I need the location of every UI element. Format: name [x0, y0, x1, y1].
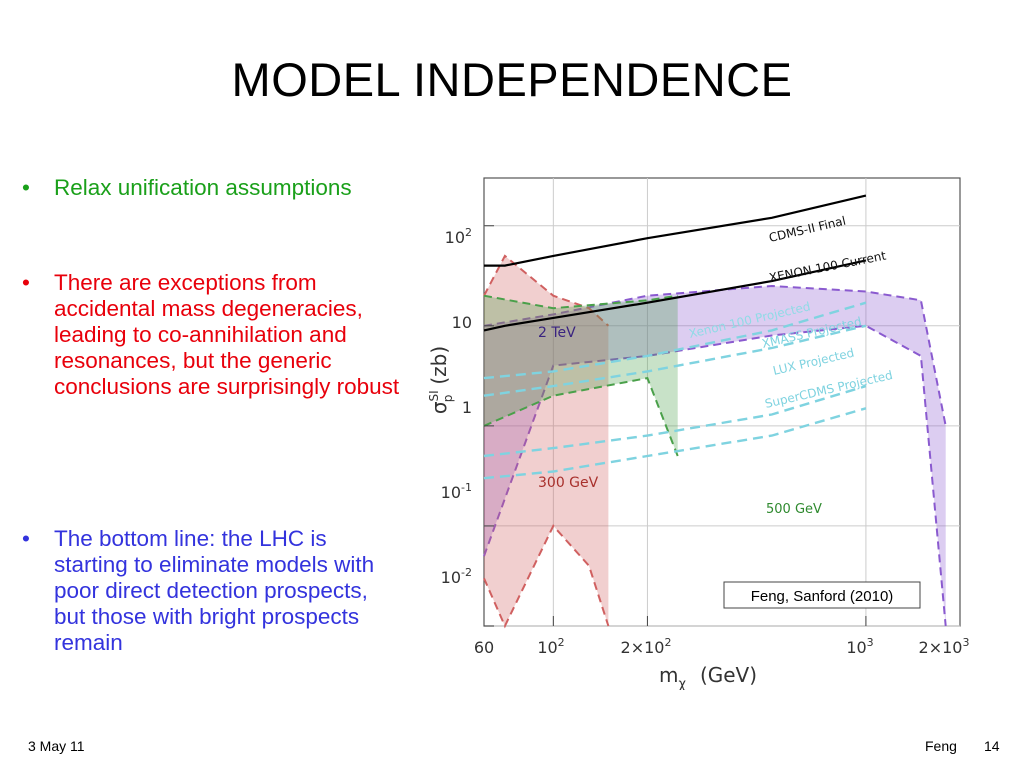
- ytick-label: 10-2: [441, 566, 472, 587]
- band-upper-500-gev: [483, 294, 678, 310]
- band-upper-300-gev: [483, 254, 610, 327]
- curve-supercdms-projected: [483, 407, 867, 480]
- label-2tev: 2 TeV: [538, 325, 576, 341]
- xtick-label: 102: [537, 636, 564, 657]
- ytick-label: 10: [452, 313, 472, 332]
- band-2-tev: [484, 286, 946, 626]
- band-lower-300-gev: [483, 524, 610, 629]
- model-bands: [483, 254, 947, 629]
- bullet-exceptions: • There are exceptions from accidental m…: [22, 270, 402, 400]
- band-lower-2-tev: [483, 324, 947, 627]
- x-axis-title: mχ(GeV): [659, 663, 757, 690]
- bullet-text: The bottom line: the LHC is starting to …: [54, 526, 375, 655]
- footer-page-number: 14: [984, 738, 1000, 754]
- bullet-relax-unification: • Relax unification assumptions: [22, 175, 402, 201]
- bullet-text: There are exceptions from accidental mas…: [54, 270, 400, 399]
- bullet-bottom-line: • The bottom line: the LHC is starting t…: [22, 526, 402, 656]
- xtick-label: 2×102: [621, 636, 672, 657]
- xtick-label: 2×103: [919, 636, 970, 657]
- footer-date: 3 May 11: [28, 738, 85, 754]
- slide-title: MODEL INDEPENDENCE: [231, 53, 793, 106]
- label-500gev: 500 GeV: [766, 502, 822, 517]
- bullet-text: Relax unification assumptions: [54, 175, 352, 200]
- bullet-symbol: •: [22, 526, 30, 551]
- bullet-symbol: •: [22, 270, 30, 295]
- plot-grid: [484, 178, 960, 627]
- ytick-label: 102: [445, 226, 472, 247]
- band-300-gev: [484, 255, 609, 626]
- curve-xmass-projected: [483, 324, 867, 397]
- curve-lux-projected: [483, 384, 867, 458]
- ytick-label: 1: [462, 398, 472, 417]
- cross-section-plot: 102 10 1 10-1 10-2 60 102 2×102 103 2×10…: [418, 170, 970, 690]
- xtick-label: 60: [474, 638, 494, 657]
- credit-box: [723, 581, 921, 609]
- curve-xenon-100-current: [483, 259, 867, 332]
- bullet-symbol: •: [22, 175, 30, 200]
- footer-author: Feng: [925, 738, 957, 754]
- ytick-label: 10-1: [441, 481, 472, 502]
- curve-xenon-100-projected: [483, 301, 867, 380]
- label-300gev: 300 GeV: [538, 475, 599, 491]
- band-500-gev: [484, 295, 678, 456]
- y-axis-title: σSIp(zb): [427, 346, 455, 414]
- curve-cdms-ii-final: [484, 194, 867, 267]
- xtick-label: 103: [846, 636, 873, 657]
- band-upper-2-tev: [483, 284, 947, 427]
- figure-credit: Feng, Sanford (2010): [751, 588, 894, 605]
- band-lower-500-gev: [483, 376, 679, 457]
- tick-marks: [484, 225, 867, 627]
- limit-curves: [483, 194, 867, 480]
